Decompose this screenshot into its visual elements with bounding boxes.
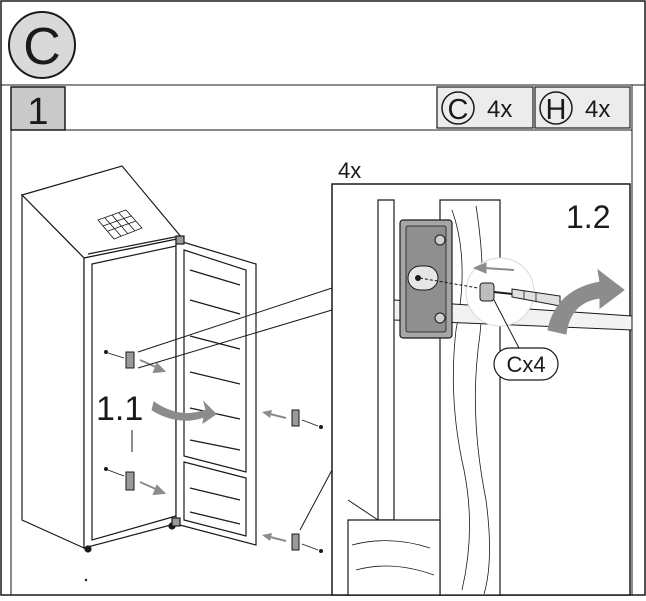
detail-wood-base xyxy=(347,519,441,596)
section-letter: C xyxy=(23,18,61,76)
screw-callout: Cx4 xyxy=(493,347,559,381)
door-bracket-bottom xyxy=(262,533,323,553)
part-count-h: 4x xyxy=(585,96,610,123)
small-mark xyxy=(84,578,88,582)
part-letter-c: C xyxy=(448,94,469,126)
zoom-line-door xyxy=(299,469,333,531)
main-step-label: 1.1 xyxy=(96,390,143,428)
hinge-bottom xyxy=(171,517,181,527)
section-badge: C xyxy=(8,11,76,79)
detail-multiplier: 4x xyxy=(338,158,361,183)
zoom-line-lower xyxy=(137,309,333,369)
hinge-top xyxy=(175,235,185,245)
cabinet-side xyxy=(21,193,85,549)
parts-list: C 4x H 4x xyxy=(436,86,631,129)
part-circle-c xyxy=(441,91,475,125)
door-bracket-top xyxy=(262,409,323,429)
appliance-illustration xyxy=(20,165,257,553)
swing-arrow xyxy=(151,400,217,425)
door-shelves xyxy=(189,269,241,525)
top-grid xyxy=(97,209,143,240)
part-count-c: 4x xyxy=(487,96,512,123)
step-number: 1 xyxy=(27,91,48,133)
foot-left xyxy=(84,545,92,553)
screw-direction-arrow xyxy=(472,262,515,274)
detail-wall xyxy=(377,199,395,521)
part-box-h xyxy=(534,86,631,129)
move-arrow-bottom xyxy=(139,481,167,496)
door-inner xyxy=(183,249,247,473)
part-letter-h: H xyxy=(546,94,567,126)
zoom-line-upper xyxy=(137,287,333,353)
detail-panel: Cx4 1.2 xyxy=(331,183,633,596)
rotation-arrow xyxy=(547,268,625,335)
detail-step-label: 1.2 xyxy=(566,199,610,235)
cabinet-bracket-bottom xyxy=(104,467,135,491)
door-lower xyxy=(183,461,247,537)
screw xyxy=(479,282,513,302)
cabinet-bracket-top xyxy=(104,350,135,369)
part-box-c xyxy=(436,86,534,129)
part-circle-h xyxy=(539,91,573,125)
move-arrow-top xyxy=(139,359,167,374)
screw-callout-text: Cx4 xyxy=(506,352,545,377)
callout-line xyxy=(493,299,521,351)
step-badge: 1 xyxy=(10,86,66,133)
